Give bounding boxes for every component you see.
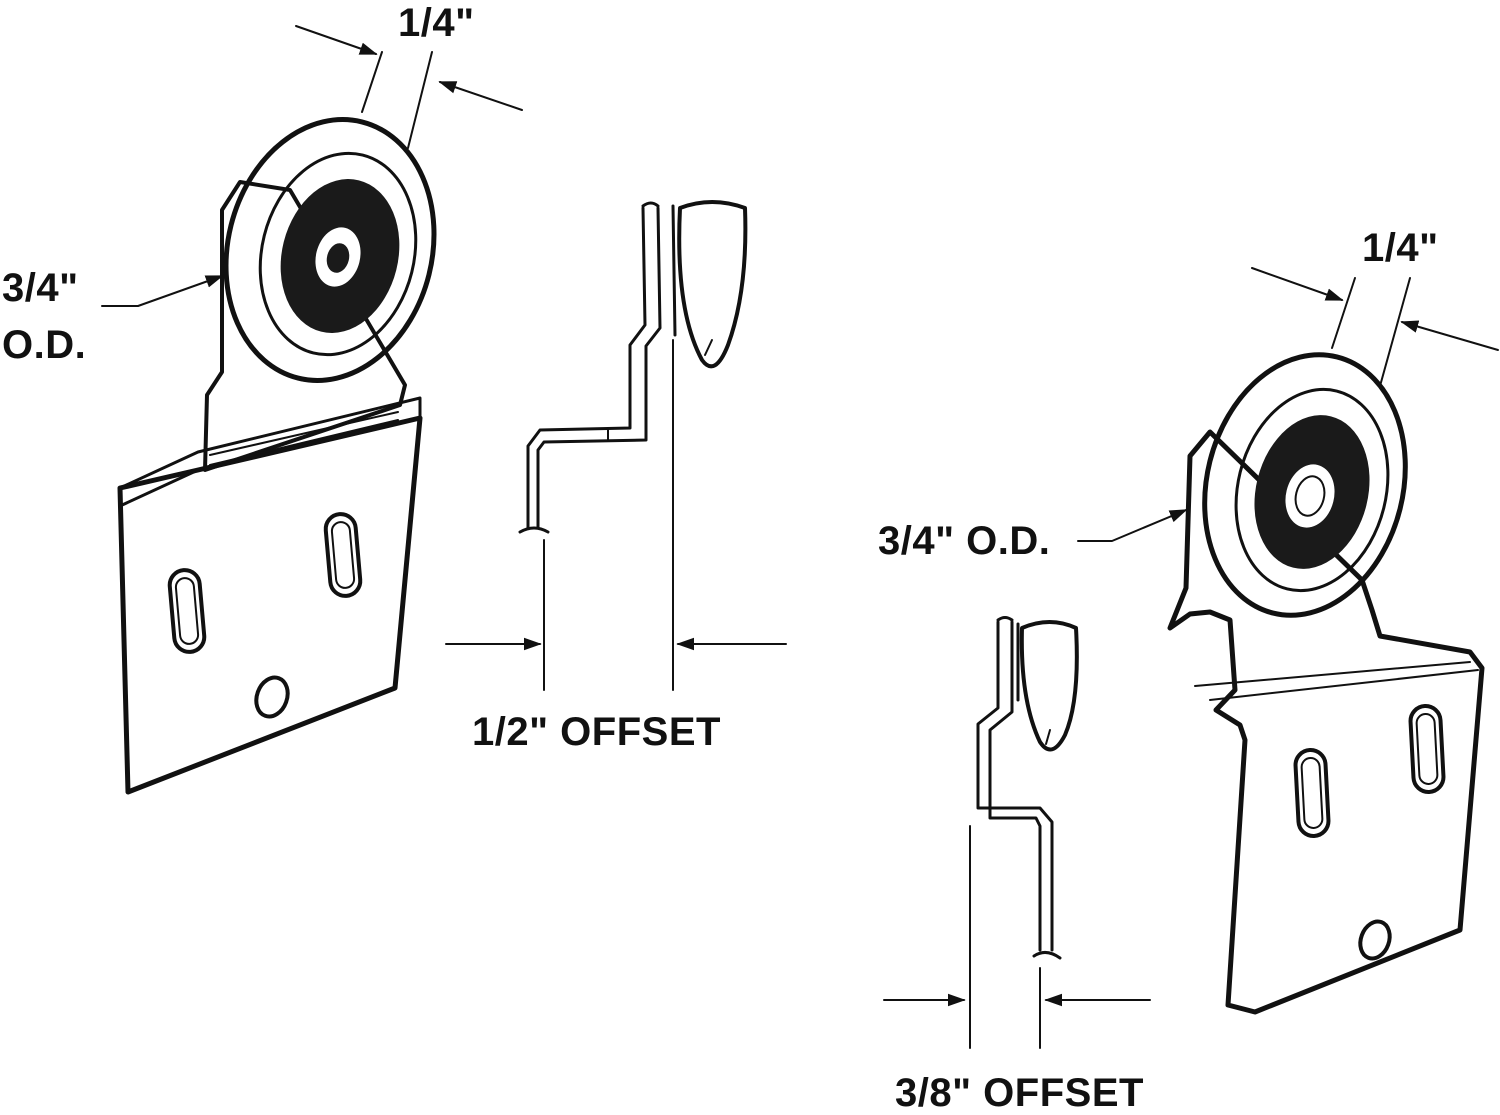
left-od-leader xyxy=(101,275,224,307)
right-width-dimension xyxy=(1251,267,1499,387)
right-diameter-label: 3/4" O.D. xyxy=(878,519,1051,563)
right-roller-wheel xyxy=(1202,352,1408,618)
left-offset-dimension xyxy=(445,339,787,691)
left-diameter-label-od: O.D. xyxy=(2,323,87,367)
right-roller-bracket xyxy=(1167,429,1485,1015)
left-roller-bracket xyxy=(117,180,423,795)
left-width-label: 1/4" xyxy=(398,1,475,45)
right-offset-dimension xyxy=(883,825,1151,1049)
right-od-leader xyxy=(1077,509,1188,542)
left-diameter-label: 3/4" xyxy=(2,266,79,310)
right-offset-profile xyxy=(976,616,1079,960)
left-width-dimension xyxy=(295,25,523,149)
right-width-label: 1/4" xyxy=(1362,226,1439,270)
left-offset-label: 1/2" OFFSET xyxy=(472,710,721,754)
right-offset-label: 3/8" OFFSET xyxy=(895,1071,1144,1115)
left-roller-wheel xyxy=(223,117,437,383)
left-offset-profile xyxy=(518,200,748,534)
